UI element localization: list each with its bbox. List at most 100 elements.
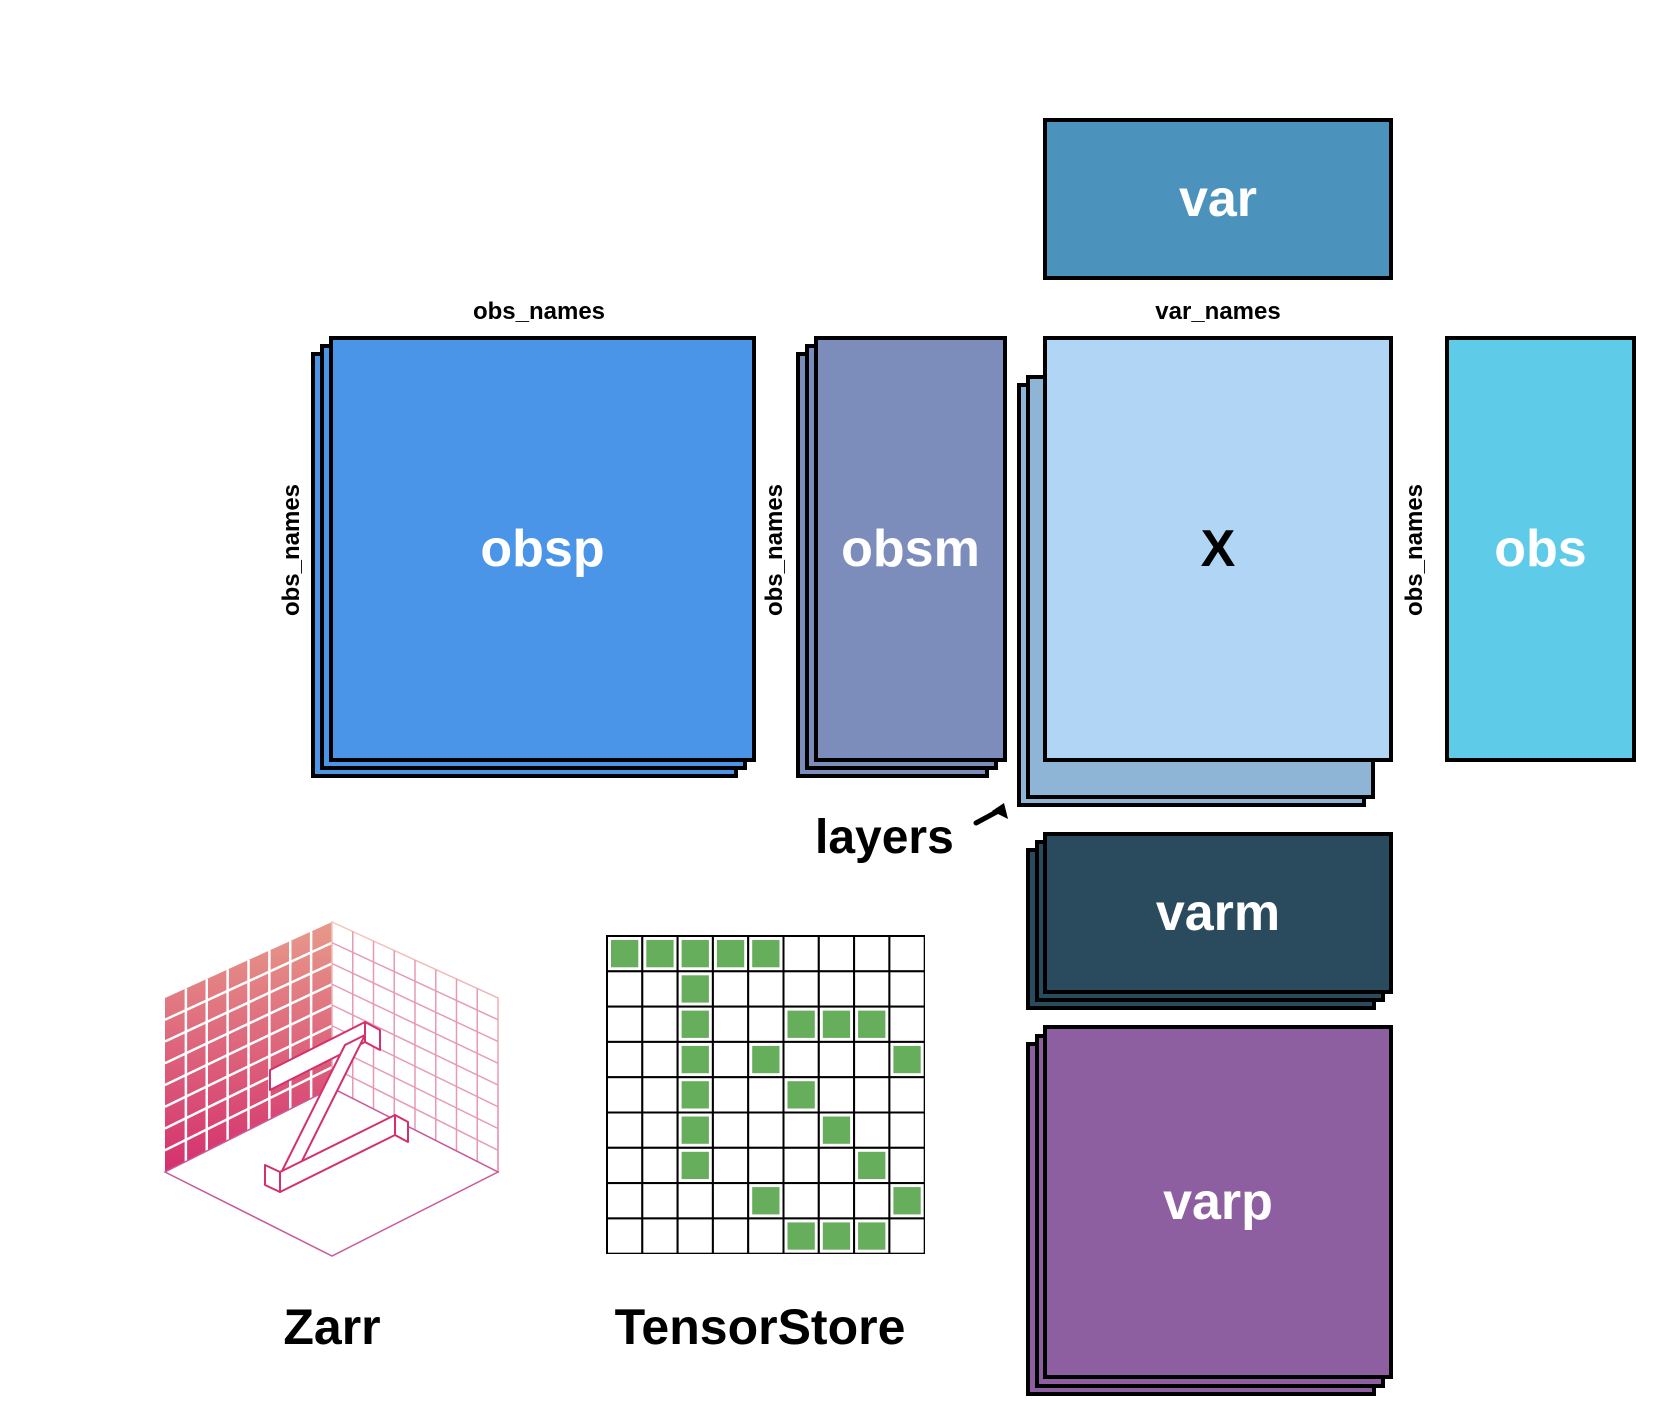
tensorstore-grid-cell	[641, 1111, 679, 1149]
tensorstore-grid-cell	[676, 1217, 714, 1254]
obs-label: obs	[1494, 520, 1587, 578]
tensorstore-filled-cell	[858, 1151, 886, 1180]
tensorstore-grid-cell	[817, 1146, 856, 1185]
obs-block	[1445, 336, 1636, 762]
obsp-side-axis-label: obs_names	[278, 483, 305, 617]
tensorstore-grid-cell	[606, 970, 644, 1008]
tensorstore-filled-cell	[822, 1010, 851, 1038]
tensorstore-grid-cell	[606, 1146, 644, 1185]
tensorstore-grid-cell	[641, 1146, 679, 1185]
tensorstore-grid-cell	[782, 970, 820, 1008]
zarr-logo-icon	[163, 920, 500, 1257]
tensorstore-grid-cell	[888, 1005, 925, 1043]
tensorstore-grid-cell	[747, 1217, 785, 1254]
tensorstore-filled-cell	[681, 1151, 709, 1180]
tensorstore-filled-cell	[752, 940, 780, 968]
tensorstore-grid-cell	[606, 1076, 644, 1114]
tensorstore-grid-cell	[641, 1217, 679, 1254]
tensorstore-filled-cell	[858, 1010, 886, 1038]
tensorstore-label: TensorStore	[614, 1299, 906, 1355]
tensorstore-grid-cell	[641, 1040, 679, 1079]
var-block	[1043, 118, 1393, 280]
tensorstore-grid-cell	[711, 1076, 750, 1114]
obsm-label: obsm	[841, 520, 980, 578]
tensorstore-filled-cell	[681, 1010, 709, 1038]
tensorstore-grid-cell	[782, 1111, 820, 1149]
tensorstore-grid-cell	[853, 1040, 891, 1079]
zarr-label: Zarr	[283, 1299, 381, 1355]
tensorstore-grid-cell	[888, 1217, 925, 1254]
tensorstore-grid-cell	[711, 1005, 750, 1043]
tensorstore-filled-cell	[681, 1081, 709, 1109]
tensorstore-grid-cell	[888, 1076, 925, 1114]
tensorstore-grid-cell	[853, 1076, 891, 1114]
tensorstore-grid-cell	[711, 1111, 750, 1149]
tensorstore-grid-cell	[711, 1146, 750, 1185]
tensorstore-grid-cell	[606, 1182, 644, 1220]
obsm-block	[814, 336, 1007, 762]
layers-label: layers	[815, 811, 954, 864]
tensorstore-grid-cell	[606, 1040, 644, 1079]
tensorstore-filled-cell	[752, 1045, 780, 1074]
tensorstore-grid-cell	[747, 970, 785, 1008]
x-block	[1043, 336, 1393, 762]
tensorstore-grid-cell	[853, 1111, 891, 1149]
tensorstore-grid-cell	[711, 970, 750, 1008]
tensorstore-grid-cell	[711, 1182, 750, 1220]
tensorstore-grid-cell	[888, 935, 925, 973]
tensorstore-grid-cell	[853, 935, 891, 973]
tensorstore-grid-cell	[888, 1146, 925, 1185]
tensorstore-grid-cell	[747, 1005, 785, 1043]
tensorstore-grid-cell	[747, 1146, 785, 1185]
tensorstore-filled-cell	[822, 1222, 851, 1250]
obsp-block	[329, 336, 756, 762]
obsp-label: obsp	[480, 520, 605, 578]
tensorstore-grid-cell	[606, 1005, 644, 1043]
varp-label: varp	[1163, 1173, 1273, 1231]
var-label: var	[1178, 170, 1258, 228]
tensorstore-grid-cell	[711, 1217, 750, 1254]
tensorstore-grid-cell	[606, 1217, 644, 1254]
tensorstore-grid-cell	[817, 1040, 856, 1079]
tensorstore-grid-cell	[853, 970, 891, 1008]
tensorstore-grid-cell	[853, 1182, 891, 1220]
tensorstore-filled-cell	[893, 1187, 921, 1215]
tensorstore-filled-cell	[716, 940, 745, 968]
obs-side-axis-label: obs_names	[1401, 483, 1428, 617]
arrow-icon	[973, 803, 1008, 826]
tensorstore-filled-cell	[646, 940, 674, 968]
varm-label: varm	[1155, 884, 1281, 942]
tensorstore-grid-cell	[641, 1076, 679, 1114]
tensorstore-grid-cell	[747, 1076, 785, 1114]
tensorstore-grid-cell	[782, 1182, 820, 1220]
tensorstore-filled-cell	[858, 1222, 886, 1250]
tensorstore-grid-cell	[817, 970, 856, 1008]
tensorstore-grid-cell	[782, 935, 820, 973]
tensorstore-grid-cell	[782, 1040, 820, 1079]
x-top-axis-label: var_names	[1155, 298, 1281, 325]
tensorstore-grid-cell	[747, 1111, 785, 1149]
tensorstore-filled-cell	[787, 1010, 815, 1038]
tensorstore-filled-cell	[787, 1081, 815, 1109]
tensorstore-grid-cell	[817, 935, 856, 973]
tensorstore-filled-cell	[681, 1045, 709, 1074]
tensorstore-filled-cell	[681, 1116, 709, 1144]
tensorstore-filled-cell	[681, 975, 709, 1003]
tensorstore-grid-cell	[888, 1111, 925, 1149]
tensorstore-grid-cell	[817, 1076, 856, 1114]
tensorstore-grid-cell	[676, 1182, 714, 1220]
varm-block	[1043, 832, 1393, 994]
obsp-top-axis-label: obs_names	[472, 298, 606, 325]
tensorstore-grid-cell	[711, 1040, 750, 1079]
varp-block	[1043, 1025, 1393, 1379]
tensorstore-grid-cell	[641, 1182, 679, 1220]
tensorstore-filled-cell	[681, 940, 709, 968]
obsm-side-axis-label: obs_names	[761, 483, 788, 617]
x-label: X	[1200, 520, 1236, 578]
tensorstore-grid-cell	[782, 1146, 820, 1185]
tensorstore-filled-cell	[752, 1187, 780, 1215]
tensorstore-grid-cell	[888, 970, 925, 1008]
tensorstore-grid-cell	[817, 1182, 856, 1220]
tensorstore-grid-cell	[641, 1005, 679, 1043]
tensorstore-grid-cell	[641, 970, 679, 1008]
